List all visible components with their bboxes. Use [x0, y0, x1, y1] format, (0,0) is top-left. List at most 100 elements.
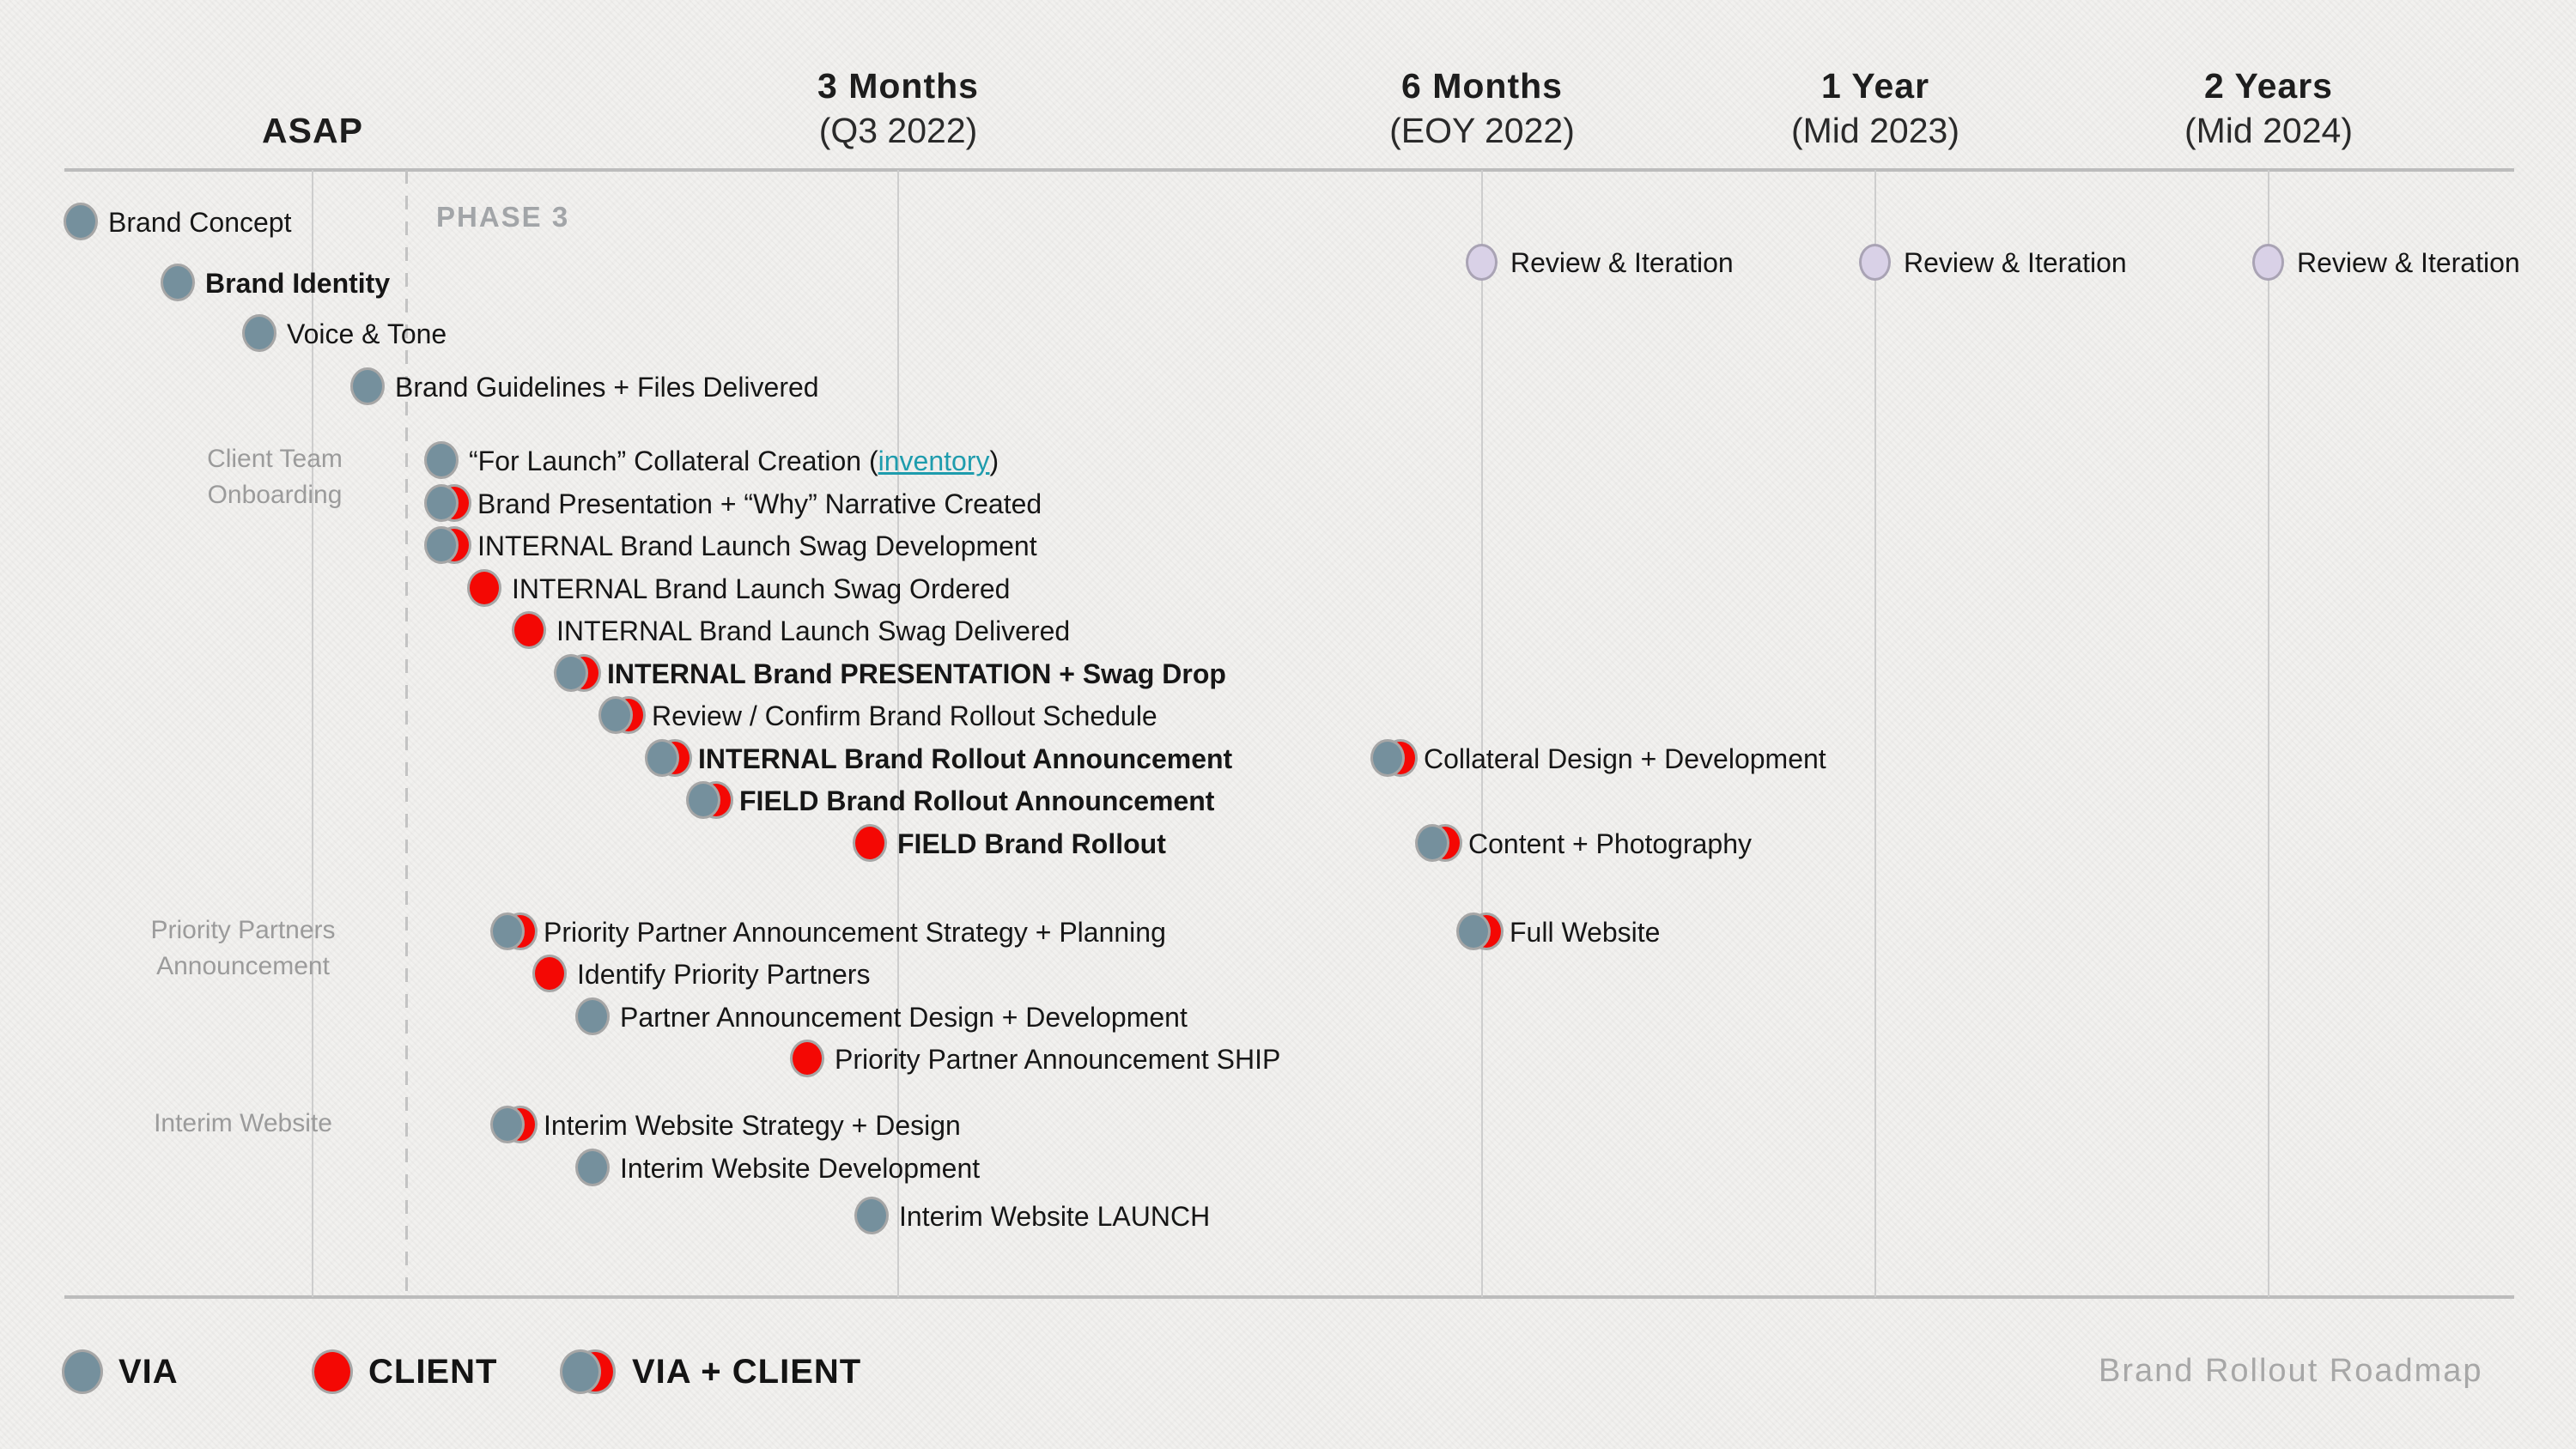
via-dot-icon: [242, 314, 276, 352]
milestone-label: INTERNAL Brand PRESENTATION + Swag Drop: [607, 658, 1226, 689]
milestone-label: FIELD Brand Rollout: [897, 828, 1166, 859]
client-dot-icon: [512, 611, 546, 649]
review-iteration-label: Review & Iteration: [1904, 247, 2127, 278]
column-title: 1 Year: [1820, 66, 1930, 106]
group-label: Interim Website: [97, 1106, 389, 1142]
milestone-label: “For Launch” Collateral Creation (invent…: [469, 441, 999, 479]
timeline-gridline: [1874, 170, 1876, 1297]
legend-item-combo: VIA + CLIENT: [560, 1348, 861, 1396]
milestone-label-text: ): [989, 446, 999, 476]
group-label-line: Priority Partners: [150, 916, 336, 944]
legend-label: VIA: [118, 1352, 179, 1391]
milestone-label: Brand Identity: [205, 268, 391, 299]
timeline-gridline: [897, 170, 899, 1297]
review-iteration-label: Review & Iteration: [2297, 247, 2520, 278]
milestone-label: INTERNAL Brand Launch Swag Ordered: [512, 573, 1011, 604]
milestone-label: Partner Announcement Design + Developmen…: [620, 1002, 1188, 1033]
milestone-label-text: “For Launch” Collateral Creation (: [469, 446, 878, 476]
phase-divider-dashed-line: [405, 170, 408, 1297]
milestone-label: INTERNAL Brand Launch Swag Delivered: [556, 615, 1071, 646]
milestone-label: Interim Website Strategy + Design: [544, 1110, 961, 1141]
via-dot-icon: [560, 1349, 601, 1394]
timeline-column-header: 3 Months (Q3 2022): [675, 57, 1121, 153]
legend-item-via: VIA: [62, 1348, 179, 1396]
milestone-label: Collateral Design + Development: [1424, 743, 1826, 774]
group-label-line: Announcement: [156, 952, 330, 980]
legend-dot-wrap: [62, 1348, 103, 1396]
via-dot-icon: [490, 1106, 525, 1143]
milestone-label: Review / Confirm Brand Rollout Schedule: [652, 700, 1157, 731]
milestone-label: FIELD Brand Rollout Announcement: [739, 785, 1215, 816]
legend-dot-wrap: [312, 1348, 353, 1396]
client-dot-icon: [312, 1349, 353, 1394]
milestone-label: Interim Website LAUNCH: [899, 1201, 1211, 1232]
review-iteration-label: Review & Iteration: [1510, 247, 1734, 278]
legend-item-client: CLIENT: [312, 1348, 497, 1396]
legend-label: CLIENT: [368, 1352, 498, 1391]
column-subtitle: (EOY 2022): [1389, 111, 1575, 150]
via-dot-icon: [424, 526, 459, 564]
via-dot-icon: [490, 912, 525, 950]
column-title: 2 Years: [2204, 66, 2333, 106]
client-dot-icon: [853, 824, 887, 862]
via-dot-icon: [350, 367, 385, 405]
milestone-label: Interim Website Development: [620, 1153, 981, 1184]
via-dot-icon: [62, 1349, 103, 1394]
column-title: ASAP: [262, 111, 363, 150]
client-dot-icon: [532, 955, 567, 992]
legend-dot-wrap: [560, 1348, 617, 1396]
via-dot-icon: [598, 696, 633, 734]
via-dot-icon: [424, 484, 459, 522]
milestone-label: Brand Guidelines + Files Delivered: [395, 372, 819, 403]
via-dot-icon: [854, 1197, 889, 1234]
milestone-label: Priority Partner Announcement SHIP: [835, 1044, 1281, 1075]
via-dot-icon: [1456, 912, 1491, 950]
column-title: 3 Months: [817, 66, 979, 106]
via-dot-icon: [1370, 739, 1405, 777]
group-label-line: Interim Website: [154, 1109, 332, 1137]
group-label-line: Client Team: [207, 445, 343, 473]
legend-label: VIA + CLIENT: [632, 1352, 862, 1391]
via-dot-icon: [554, 654, 588, 692]
group-label-line: Onboarding: [207, 481, 343, 509]
milestone-label: Identify Priority Partners: [577, 959, 871, 990]
via-dot-icon: [161, 264, 195, 301]
timeline-gridline: [1481, 170, 1483, 1297]
review-dot-icon: [2252, 244, 2284, 281]
via-dot-icon: [424, 441, 459, 479]
via-dot-icon: [575, 1149, 610, 1186]
column-subtitle: (Mid 2024): [2184, 111, 2353, 150]
timeline-column-header: 1 Year (Mid 2023): [1652, 57, 2099, 153]
milestone-label: Full Website: [1510, 917, 1661, 948]
timeline-gridline: [312, 170, 313, 1297]
roadmap-footer-title: Brand Rollout Roadmap: [2099, 1353, 2483, 1389]
column-subtitle: (Q3 2022): [818, 111, 978, 150]
review-dot-icon: [1859, 244, 1891, 281]
milestone-label: Voice & Tone: [287, 318, 447, 349]
column-subtitle: (Mid 2023): [1791, 111, 1959, 150]
timeline-column-header: ASAP: [89, 57, 536, 153]
client-dot-icon: [790, 1040, 824, 1077]
milestone-label: INTERNAL Brand Launch Swag Development: [477, 530, 1037, 561]
client-dot-icon: [467, 569, 501, 607]
timeline-top-rule: [64, 168, 2514, 172]
column-title: 6 Months: [1401, 66, 1563, 106]
milestone-label: Brand Presentation + “Why” Narrative Cre…: [477, 488, 1042, 519]
timeline-gridline: [2268, 170, 2269, 1297]
phase-label: PHASE 3: [436, 201, 570, 233]
inventory-link[interactable]: inventory: [878, 446, 990, 476]
milestone-label: Content + Photography: [1468, 828, 1753, 859]
via-dot-icon: [686, 781, 720, 819]
milestone-label: INTERNAL Brand Rollout Announcement: [698, 743, 1233, 774]
via-dot-icon: [645, 739, 679, 777]
milestone-label: Brand Concept: [108, 207, 292, 238]
milestone-label: Priority Partner Announcement Strategy +…: [544, 917, 1166, 948]
review-dot-icon: [1466, 244, 1498, 281]
via-dot-icon: [64, 203, 98, 240]
via-dot-icon: [575, 997, 610, 1035]
timeline-column-header: 2 Years (Mid 2024): [2045, 57, 2492, 153]
via-dot-icon: [1415, 824, 1449, 862]
